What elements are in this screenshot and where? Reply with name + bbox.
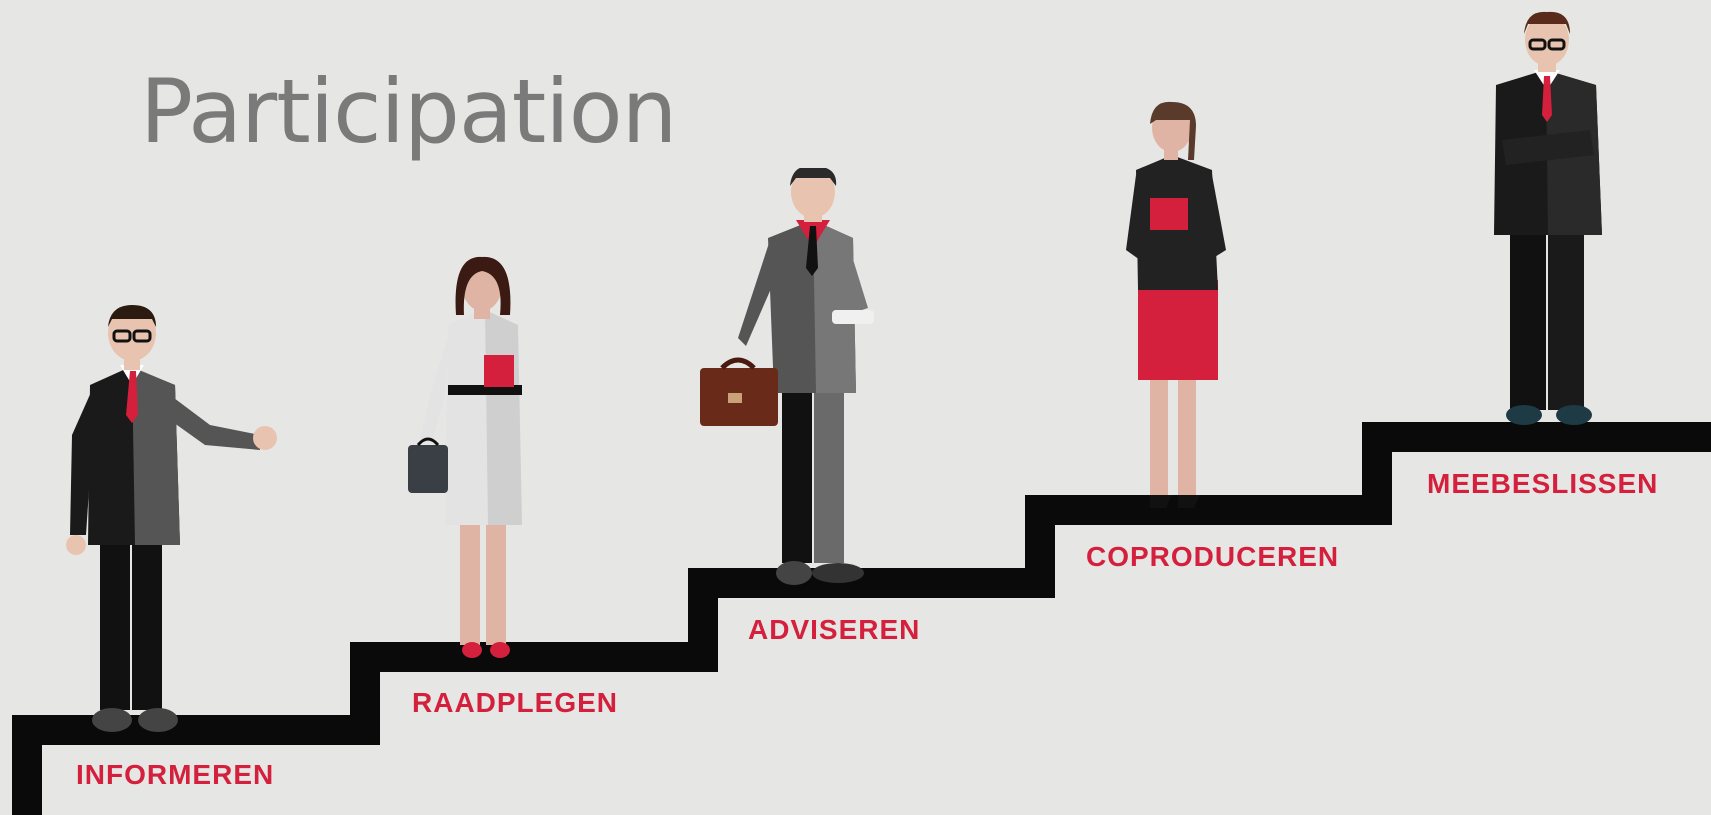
- step-label-meebeslissen: MEEBESLISSEN: [1427, 468, 1659, 499]
- woman-coproducing-illustration: [1126, 101, 1226, 508]
- step-label-adviseren: ADVISEREN: [748, 614, 921, 645]
- step-label-coproduceren: COPRODUCEREN: [1086, 541, 1340, 572]
- page-title: Participation: [140, 60, 677, 163]
- man-informing-illustration: [66, 305, 277, 732]
- step-label-raadplegen: RAADPLEGEN: [412, 687, 619, 718]
- man-codeciding-illustration: [1494, 11, 1602, 425]
- man-advising-illustration: [700, 168, 874, 585]
- step-label-informeren: INFORMEREN: [76, 759, 275, 790]
- woman-consulting-illustration: [408, 256, 522, 658]
